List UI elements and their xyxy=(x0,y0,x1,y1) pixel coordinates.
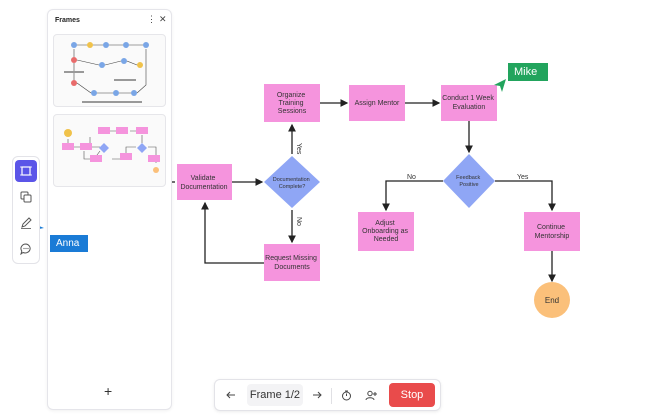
svg-text:Assign Mentor: Assign Mentor xyxy=(355,100,400,107)
pen-icon[interactable] xyxy=(15,212,37,234)
thumbnail-1-preview xyxy=(64,42,149,103)
more-vertical-icon[interactable]: ⋮ xyxy=(147,14,156,24)
close-icon[interactable]: ✕ xyxy=(159,14,167,24)
organize-line-2: Training xyxy=(279,100,304,107)
node-end xyxy=(534,282,570,318)
node-validate-documentation xyxy=(177,164,232,200)
svg-text:Continue Mentorship: Continue Mentorship xyxy=(535,224,570,240)
validate-line-2: Documentation xyxy=(180,184,227,191)
feedback-line-1: Feedback xyxy=(456,175,480,181)
svg-text:Request Missing Document: Request Missing Documents xyxy=(265,255,319,271)
node-adjust-onboarding xyxy=(358,212,414,251)
conduct-line-2: Evaluation xyxy=(453,104,486,111)
adjust-line-1: Adjust xyxy=(375,220,395,227)
divider xyxy=(331,388,332,404)
copy-icon[interactable] xyxy=(15,186,37,208)
continue-line-2: Mentorship xyxy=(535,233,570,240)
svg-text:Organize Training: Organize Training Sessions xyxy=(277,92,307,115)
svg-text:Documentation Complete?: Documentation Complete? xyxy=(273,177,312,190)
cursor-tag-anna: Anna xyxy=(50,235,88,252)
validate-line-1: Validate xyxy=(191,175,216,182)
arrow-left-icon[interactable] xyxy=(221,380,241,410)
organize-line-1: Organize xyxy=(277,92,306,99)
stop-button[interactable]: Stop xyxy=(389,383,435,407)
presentation-bar: Frame 1/2 Stop xyxy=(214,379,441,411)
frames-panel: Frames ⋮ ✕ xyxy=(47,9,172,410)
svg-text:Feedback Positive: Feedback Positive xyxy=(456,175,482,188)
arrow-right-icon[interactable] xyxy=(307,380,327,410)
complete-line-2: Complete? xyxy=(279,184,306,190)
mike-cursor-icon xyxy=(494,79,506,92)
continue-line-1: Continue xyxy=(537,224,565,231)
node-assign-mentor xyxy=(349,85,405,121)
conduct-line-1: Conduct 1 Week xyxy=(442,95,494,102)
edge-label-yes-continue: Yes xyxy=(517,174,529,181)
frame-thumbnail-2[interactable] xyxy=(53,114,166,187)
timer-icon[interactable] xyxy=(336,380,356,410)
edge-label-no-adjust: No xyxy=(407,174,416,181)
svg-text:Conduct 1 Week Evaluatio: Conduct 1 Week Evaluation xyxy=(442,95,496,111)
frame-counter: Frame 1/2 xyxy=(247,384,303,406)
left-toolbar xyxy=(12,156,40,264)
node-conduct-evaluation xyxy=(441,85,497,121)
complete-line-1: Documentation xyxy=(273,177,310,183)
node-continue-mentorship xyxy=(524,212,580,251)
organize-line-3: Sessions xyxy=(278,108,307,115)
request-line-2: Documents xyxy=(274,264,310,271)
node-organize-training xyxy=(264,84,320,122)
node-request-missing xyxy=(264,244,320,281)
assign-line-1: Assign Mentor xyxy=(355,100,400,107)
feedback-line-2: Positive xyxy=(459,182,478,188)
node-documentation-complete xyxy=(264,156,320,208)
add-frame-button[interactable]: + xyxy=(104,383,113,399)
cursor-tag-mike: Mike xyxy=(508,63,548,81)
node-feedback-positive xyxy=(443,154,495,208)
frame-thumbnail-1[interactable] xyxy=(53,34,166,107)
adjust-line-3: Needed xyxy=(374,236,399,243)
edge-label-yes-organize: Yes xyxy=(295,143,302,155)
end-label: End xyxy=(545,296,559,305)
svg-text:Adjust Onboarding as: Adjust Onboarding as Needed xyxy=(362,220,410,243)
panel-title: Frames xyxy=(55,17,80,24)
thumbnail-2-preview xyxy=(62,127,160,173)
add-user-icon[interactable] xyxy=(361,380,381,410)
edge-label-no-request: No xyxy=(295,217,302,226)
svg-text:Validate Documentation: Validate Documentation xyxy=(180,175,227,191)
frame-icon[interactable] xyxy=(15,160,37,182)
request-line-1: Request Missing xyxy=(265,255,317,262)
comment-icon[interactable] xyxy=(15,238,37,260)
adjust-line-2: Onboarding as xyxy=(362,228,408,235)
